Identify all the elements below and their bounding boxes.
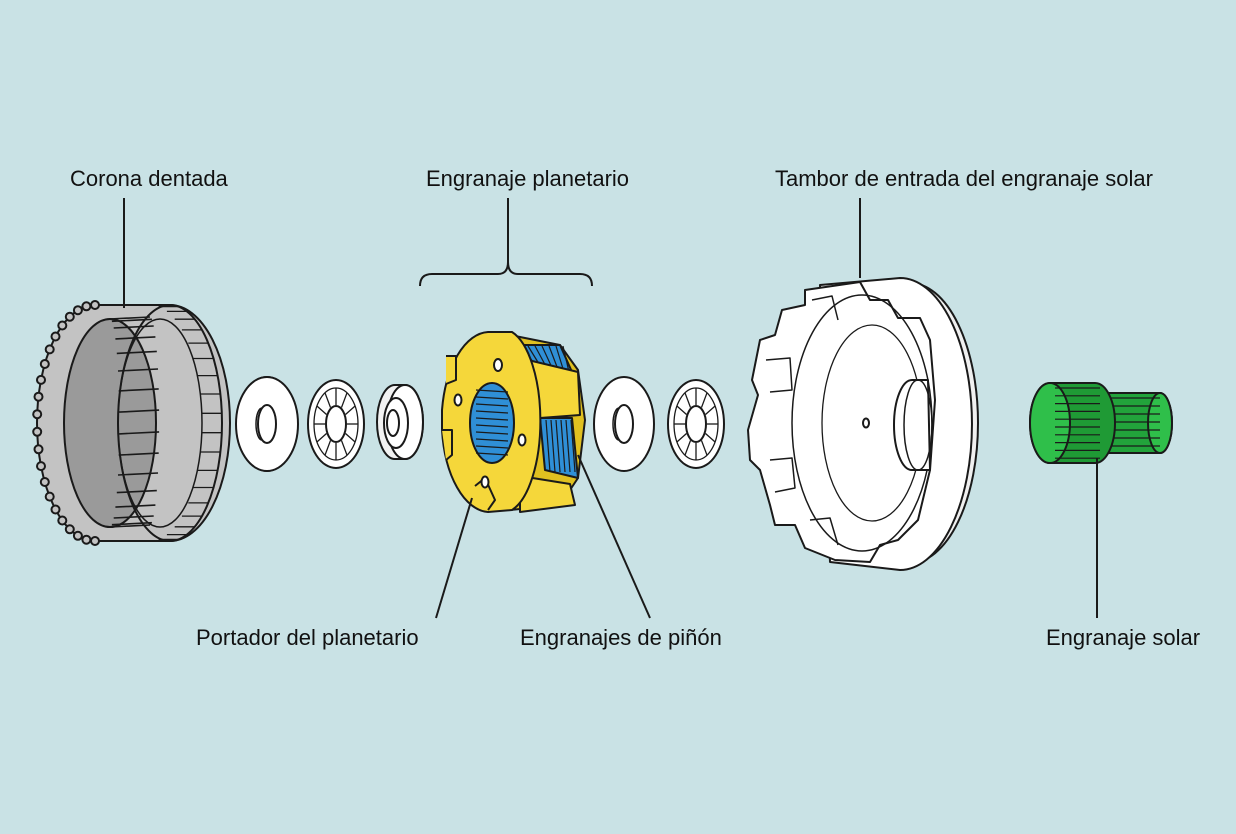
pinion-tooth xyxy=(550,419,556,473)
carrier-spline xyxy=(475,445,509,449)
ring-tooth xyxy=(32,409,43,420)
pinion-tooth xyxy=(562,345,570,373)
carrier-spline xyxy=(475,431,509,435)
bushing-icon xyxy=(376,384,424,460)
label-planet-carrier: Portador del planetario xyxy=(196,625,419,650)
ring-tooth xyxy=(64,524,75,535)
carrier-spline xyxy=(475,396,509,400)
ring-spline xyxy=(118,388,159,392)
ring-tooth xyxy=(81,301,92,312)
pinion-tooth xyxy=(545,419,551,473)
drum-icon xyxy=(747,277,979,571)
leader-pinon xyxy=(577,454,651,619)
bearing-roller xyxy=(345,433,356,443)
bearing-roller xyxy=(316,405,327,415)
ring-tooth xyxy=(44,344,55,355)
ring-spline xyxy=(109,316,151,320)
carrier-spline xyxy=(475,424,509,428)
carrier-spline xyxy=(475,417,509,421)
pinion-tooth xyxy=(555,419,561,473)
bearing-roller xyxy=(345,405,356,415)
bearing-roller xyxy=(705,405,716,415)
leader-lines xyxy=(123,198,1098,619)
ring-tooth xyxy=(39,477,50,487)
ring-tooth xyxy=(33,444,44,455)
label-pinion-gears: Engranajes de piñón xyxy=(520,625,722,650)
carrier-spline xyxy=(475,389,509,393)
bearing-roller xyxy=(676,433,687,443)
ring-tooth xyxy=(72,530,83,541)
bearing-roller xyxy=(700,440,708,456)
bearing-roller xyxy=(684,440,692,456)
sun-gear-icon xyxy=(1029,382,1173,464)
ring-spline xyxy=(111,521,152,526)
ring-tooth xyxy=(90,300,100,310)
bearing-roller xyxy=(700,392,708,408)
bearing-roller xyxy=(676,405,687,415)
pinion-tooth xyxy=(560,419,566,473)
thrust-washer-2-icon xyxy=(593,376,655,472)
carrier-spline xyxy=(475,403,509,407)
pinion-tooth xyxy=(565,419,571,473)
label-sun-gear: Engranaje solar xyxy=(1046,625,1201,650)
thrust-bearing-2-icon xyxy=(667,379,725,469)
ring-tooth xyxy=(90,536,100,546)
ring-spline xyxy=(116,489,157,494)
ring-spline xyxy=(117,472,159,476)
bearing-roller xyxy=(340,440,348,456)
bracket-planetario xyxy=(419,261,593,287)
label-planetary-gear: Engranaje planetario xyxy=(426,166,630,191)
ring-tooth xyxy=(36,461,46,472)
bearing-roller xyxy=(340,392,348,408)
label-input-drum: Tambor de entrada del engranaje solar xyxy=(775,166,1153,191)
ring-tooth xyxy=(50,331,61,342)
ring-tooth xyxy=(57,320,68,331)
ring-spline xyxy=(118,452,159,456)
carrier-spline xyxy=(475,452,509,456)
carrier-spline xyxy=(475,438,509,442)
ring-tooth xyxy=(44,491,55,502)
carrier-spline xyxy=(475,410,509,414)
bearing-roller xyxy=(705,433,716,443)
ring-spline xyxy=(119,409,160,413)
ring-tooth xyxy=(81,534,92,545)
ring-tooth xyxy=(72,305,83,316)
bearing-roller xyxy=(316,433,327,443)
label-ring-gear: Corona dentada xyxy=(70,166,228,191)
pinion-tooth xyxy=(570,419,576,473)
ring-spline xyxy=(117,368,159,372)
ring-tooth xyxy=(36,374,46,385)
ring-tooth xyxy=(39,359,50,369)
ring-tooth xyxy=(57,515,68,526)
ring-spline xyxy=(113,325,154,329)
ring-gear-icon xyxy=(32,300,231,546)
ring-tooth xyxy=(64,311,75,322)
bearing-roller xyxy=(324,440,332,456)
bearing-roller xyxy=(324,392,332,408)
bearing-roller xyxy=(684,392,692,408)
thrust-bearing-1-icon xyxy=(307,379,365,469)
ring-tooth xyxy=(32,426,43,437)
leader-portador xyxy=(435,497,473,619)
ring-spline xyxy=(119,431,160,435)
carrier-icon xyxy=(441,331,586,513)
ring-spline xyxy=(116,350,157,355)
ring-tooth xyxy=(50,504,61,515)
thrust-washer-1-icon xyxy=(235,376,299,472)
ring-spline xyxy=(113,515,154,519)
ring-tooth xyxy=(33,391,44,402)
